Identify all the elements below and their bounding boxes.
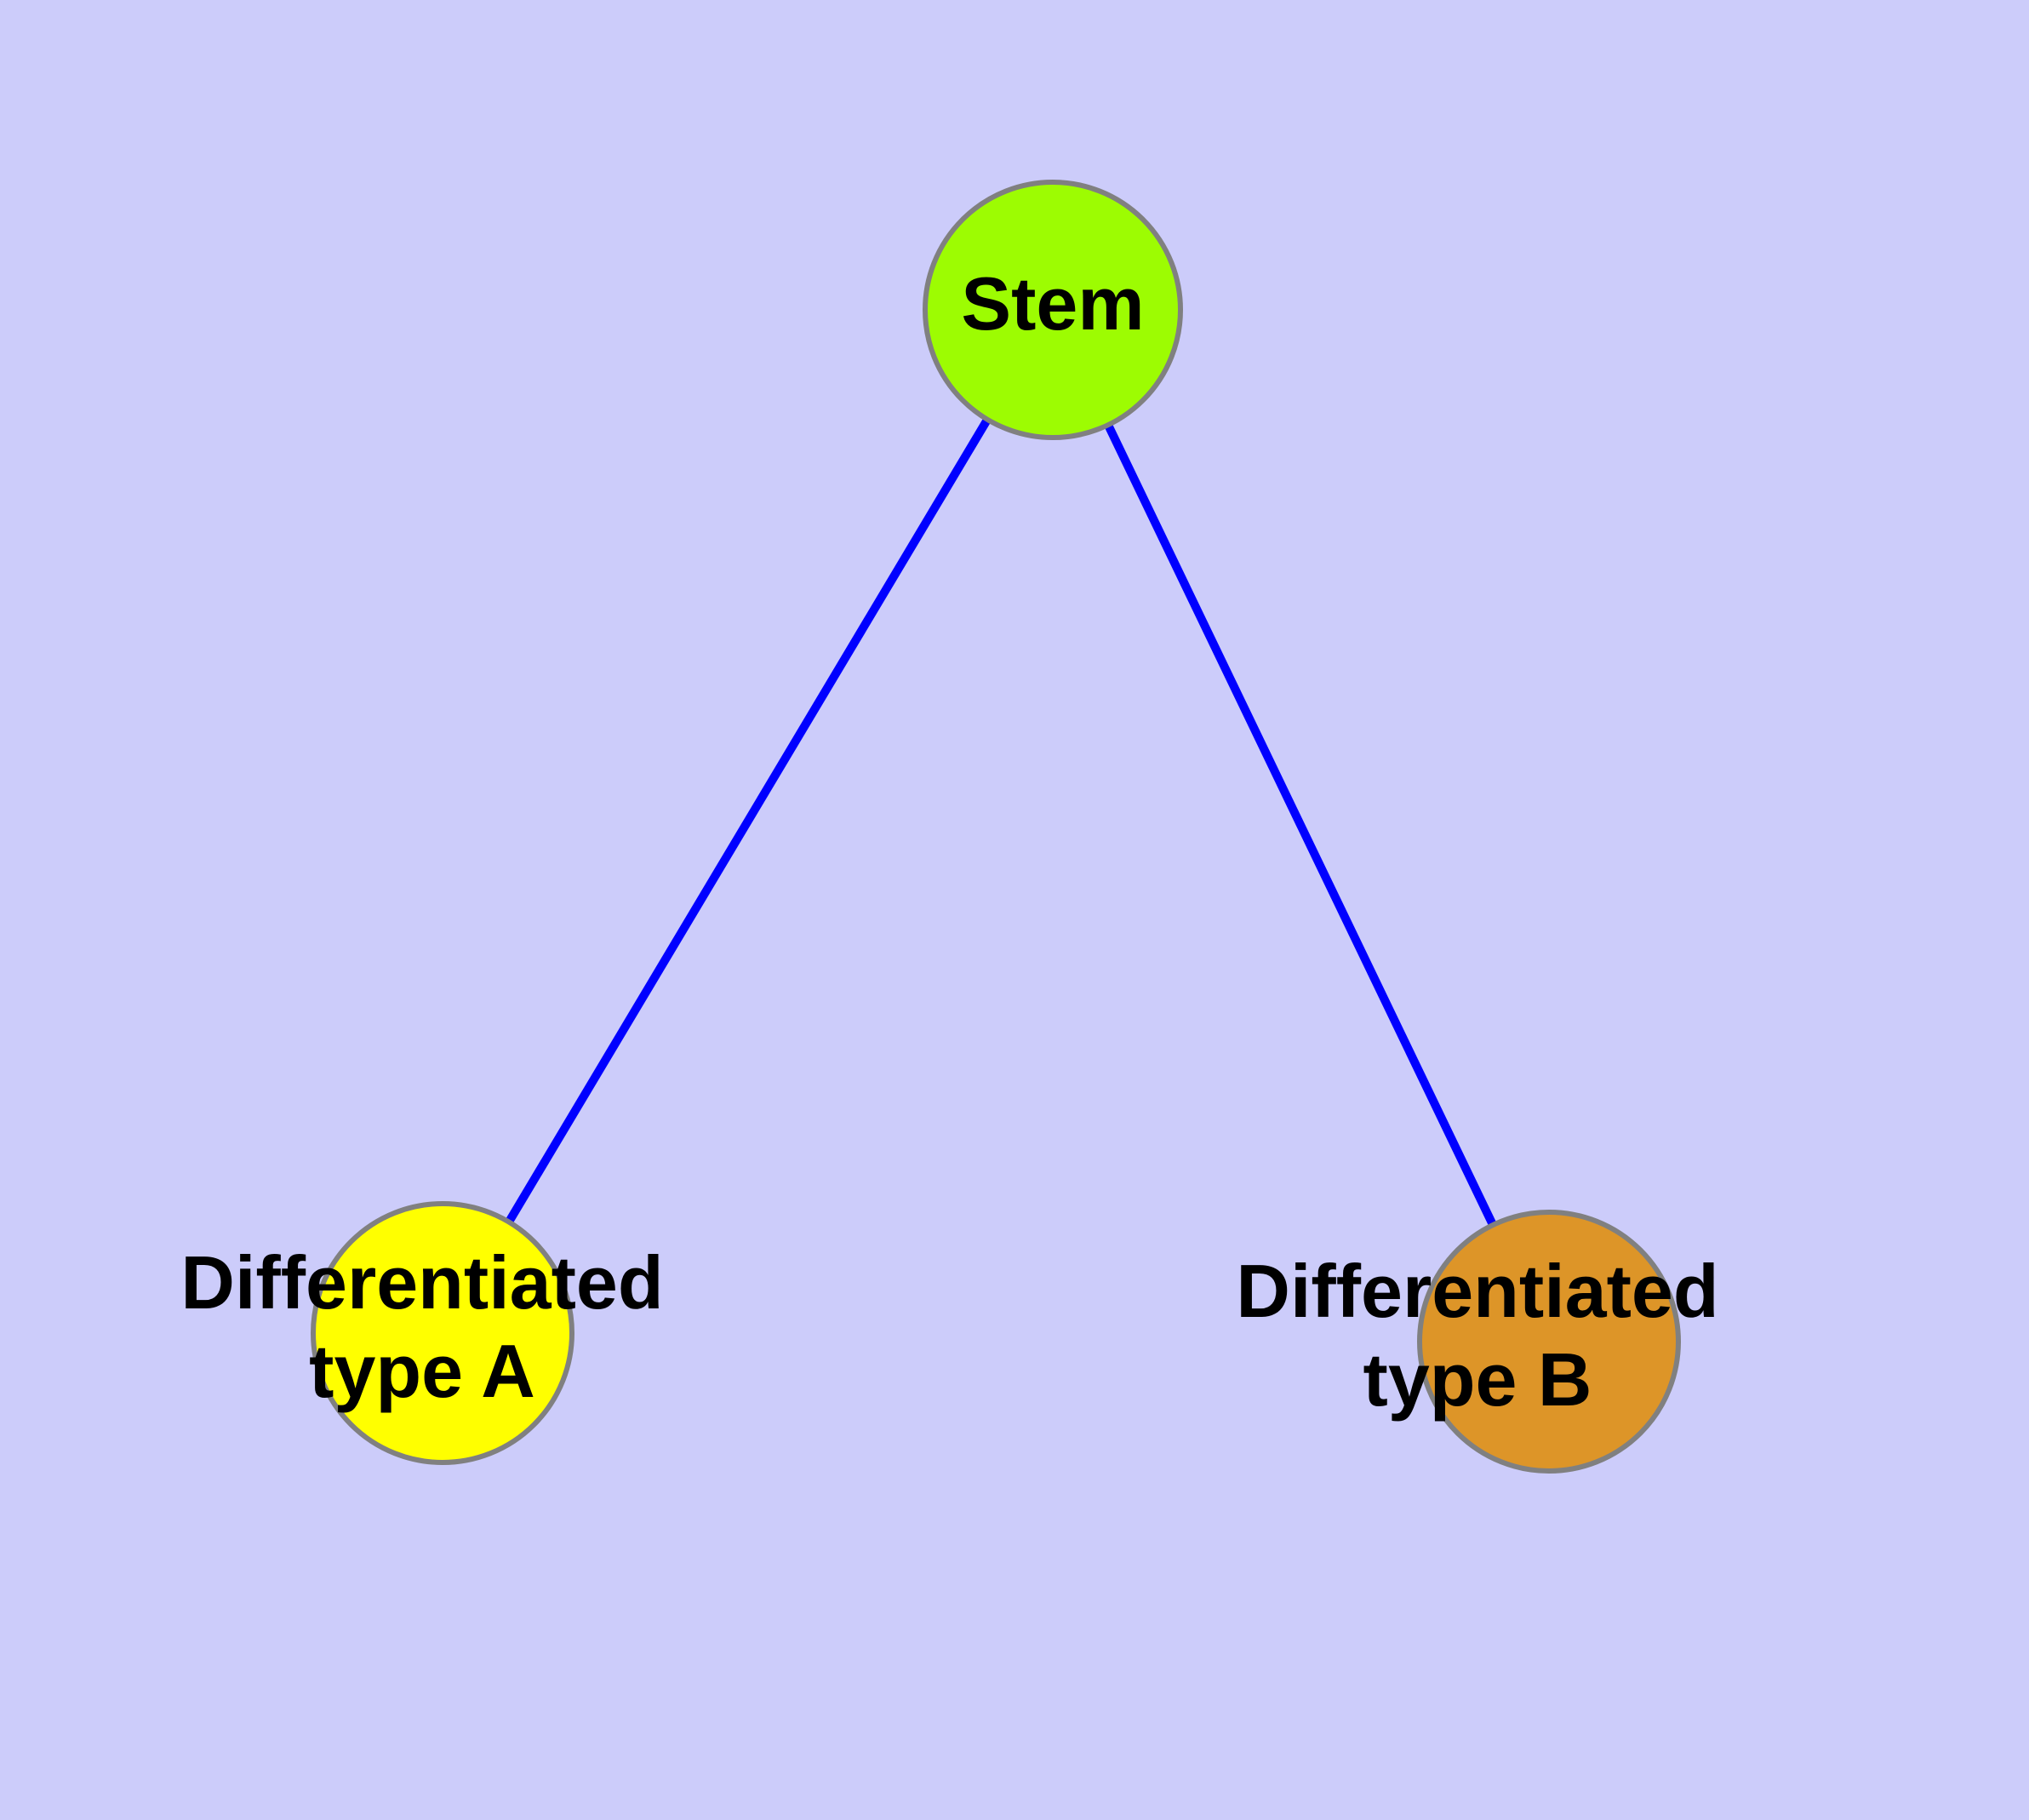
node-label-line: Differentiated [180, 1240, 663, 1325]
node-label-line: type A [309, 1329, 535, 1413]
node-label-line: Stem [961, 261, 1144, 346]
graph-edge-stem-to-diff-b[interactable] [1049, 307, 1553, 1344]
node-label-line: type B [1363, 1337, 1592, 1422]
node-circle-diff-b[interactable] [1417, 1210, 1681, 1474]
graph-edge-stem-to-diff-a[interactable] [438, 307, 1057, 1336]
edges-layer [438, 307, 1553, 1344]
graph-node-stem[interactable]: Stem [923, 180, 1183, 440]
node-circle-diff-a[interactable] [311, 1201, 574, 1465]
node-label-stem: Stem [961, 261, 1144, 346]
node-circle-stem[interactable] [923, 180, 1183, 440]
node-label-line: Differentiated [1236, 1249, 1718, 1333]
